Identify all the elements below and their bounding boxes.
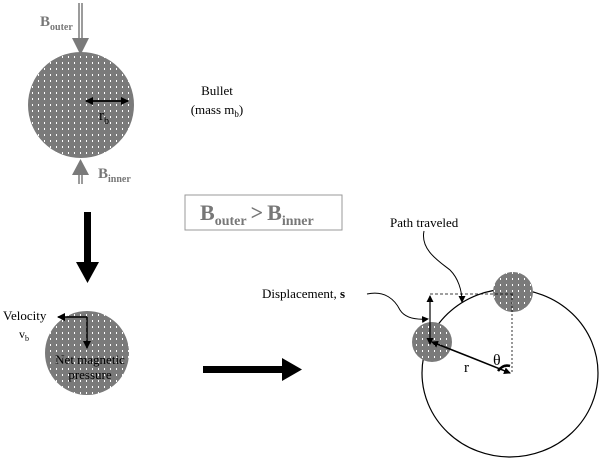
b-inner-label: Binner <box>98 166 131 185</box>
radius-label: rb <box>99 108 109 127</box>
bullet-mass: (mass mb) <box>191 102 244 119</box>
displacement-pointer <box>366 292 429 323</box>
pressure-label-1: Net magnetic <box>55 352 125 367</box>
bullet-title: Bullet <box>201 83 233 98</box>
velocity-label: Velocity <box>3 308 47 323</box>
displacement-label: Displacement, s <box>262 286 345 301</box>
pressure-label-2: pressure <box>68 367 112 382</box>
b-outer-arrow <box>72 3 89 55</box>
path-pointer <box>423 230 466 303</box>
b-outer-label: Bouter <box>40 14 73 33</box>
bullet-bottom <box>45 311 129 395</box>
path-traveled-label: Path traveled <box>390 215 459 230</box>
condition-text: Bouter>Binner <box>200 200 314 229</box>
b-inner-arrow <box>72 159 89 184</box>
bullet-position-2 <box>493 272 533 312</box>
angle-arc <box>496 364 511 372</box>
theta-label: θ <box>493 352 501 369</box>
velocity-symbol: vb <box>19 327 29 343</box>
condition-box <box>184 194 343 231</box>
transition-arrow-down <box>76 212 99 283</box>
bullet-top <box>28 52 134 158</box>
radius-r-label: r <box>464 360 469 376</box>
radius-vector <box>431 340 511 375</box>
dashed-guides <box>430 293 513 372</box>
transition-arrow-right <box>203 358 302 381</box>
